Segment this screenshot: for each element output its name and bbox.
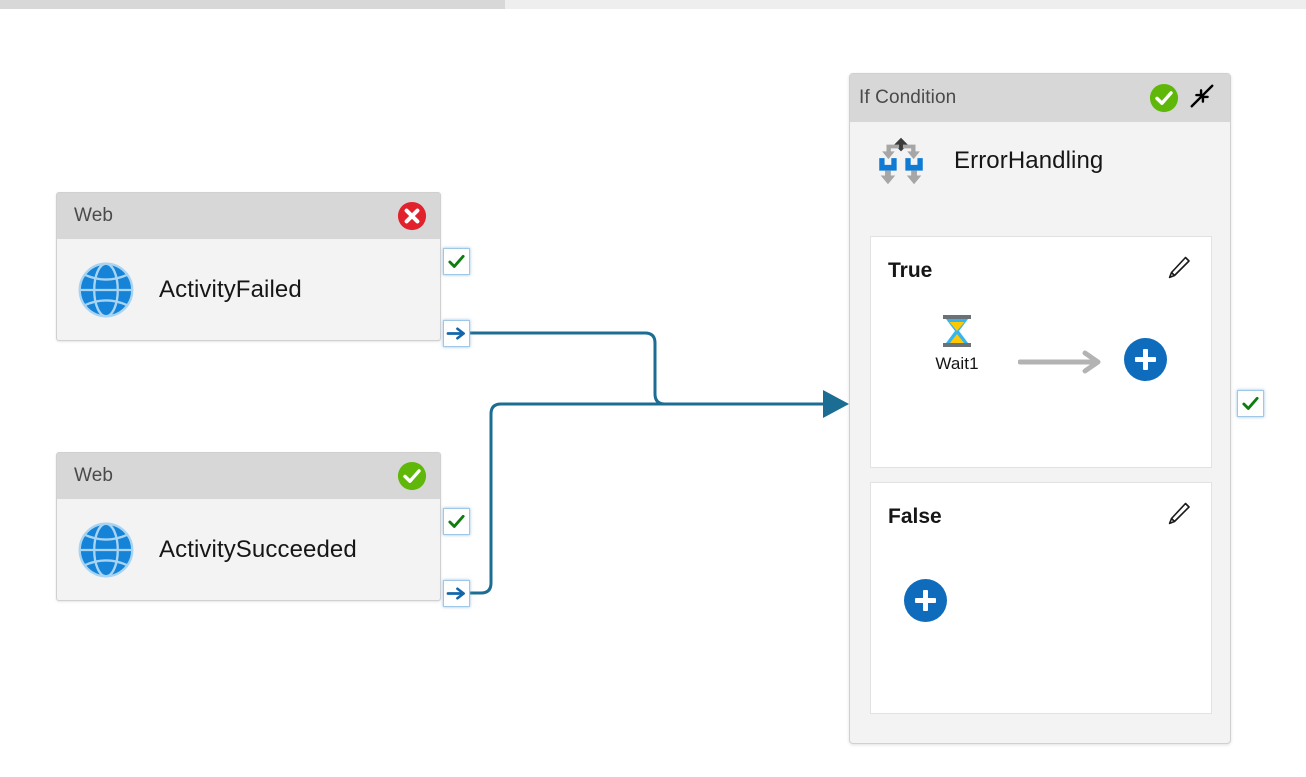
if-condition-header: If Condition [850, 74, 1230, 122]
branch-false-header: False [871, 483, 1211, 545]
pipeline-canvas[interactable]: Web [0, 9, 1306, 777]
branch-flow-arrow-icon [1017, 349, 1106, 380]
if-condition-name-label: ErrorHandling [954, 147, 1104, 174]
activity-success-handle-activitysucceeded[interactable] [443, 508, 470, 535]
if-condition-success-handle[interactable] [1237, 390, 1264, 417]
collapse-arrows-icon[interactable] [1188, 82, 1216, 115]
globe-icon [77, 521, 135, 579]
activity-card-activityfailed[interactable]: Web [56, 192, 441, 341]
hourglass-icon [921, 311, 993, 351]
activity-card-header: Web [57, 453, 440, 499]
activity-completion-handle-activitysucceeded[interactable] [443, 580, 470, 607]
globe-icon [77, 261, 135, 319]
branch-false-label: False [888, 505, 942, 528]
activity-name-label: ActivityFailed [159, 275, 302, 303]
activity-type-label: Web [74, 465, 114, 486]
activity-card-activitysucceeded[interactable]: Web [56, 452, 441, 601]
checkmark-icon [447, 252, 466, 271]
activity-node-wait1[interactable]: Wait1 [921, 311, 993, 374]
horizontal-scrollbar-thumb[interactable] [0, 0, 505, 9]
pencil-icon [1166, 255, 1192, 286]
branch-false-edit-button[interactable] [1164, 501, 1194, 531]
activity-success-handle-activityfailed[interactable] [443, 248, 470, 275]
connector-succeeded-to-ifcondition [470, 402, 823, 595]
arrow-right-icon [446, 584, 467, 603]
connector-arrowhead-icon [823, 390, 849, 418]
if-condition-container[interactable]: If Condition [849, 73, 1231, 744]
plus-icon [915, 590, 936, 611]
branch-true-header: True [871, 237, 1211, 299]
if-condition-name-row: ErrorHandling [850, 122, 1230, 200]
branch-true-edit-button[interactable] [1164, 255, 1194, 285]
activity-type-label: Web [74, 205, 114, 226]
activity-card-body: ActivitySucceeded [57, 499, 440, 600]
branch-true-label: True [888, 259, 933, 282]
activity-completion-handle-activityfailed[interactable] [443, 320, 470, 347]
activity-name-label: ActivitySucceeded [159, 535, 357, 563]
plus-icon [1135, 349, 1156, 370]
success-circle-icon [397, 461, 427, 491]
checkmark-icon [447, 512, 466, 531]
branch-true-add-activity-button[interactable] [1124, 338, 1167, 381]
connector-failed-to-ifcondition [470, 331, 823, 406]
if-condition-icon [870, 132, 932, 190]
arrow-right-icon [446, 324, 467, 343]
branch-true[interactable]: True [870, 236, 1212, 468]
activity-node-label: Wait1 [935, 354, 979, 373]
error-circle-icon [397, 201, 427, 231]
success-circle-icon [1149, 83, 1179, 113]
activity-card-body: ActivityFailed [57, 239, 440, 340]
branch-false[interactable]: False [870, 482, 1212, 714]
horizontal-scrollbar[interactable] [0, 0, 1306, 9]
activity-card-header: Web [57, 193, 440, 239]
branch-false-add-activity-button[interactable] [904, 579, 947, 622]
if-condition-type-label: If Condition [859, 87, 957, 108]
pencil-icon [1166, 501, 1192, 532]
checkmark-icon [1241, 394, 1260, 413]
